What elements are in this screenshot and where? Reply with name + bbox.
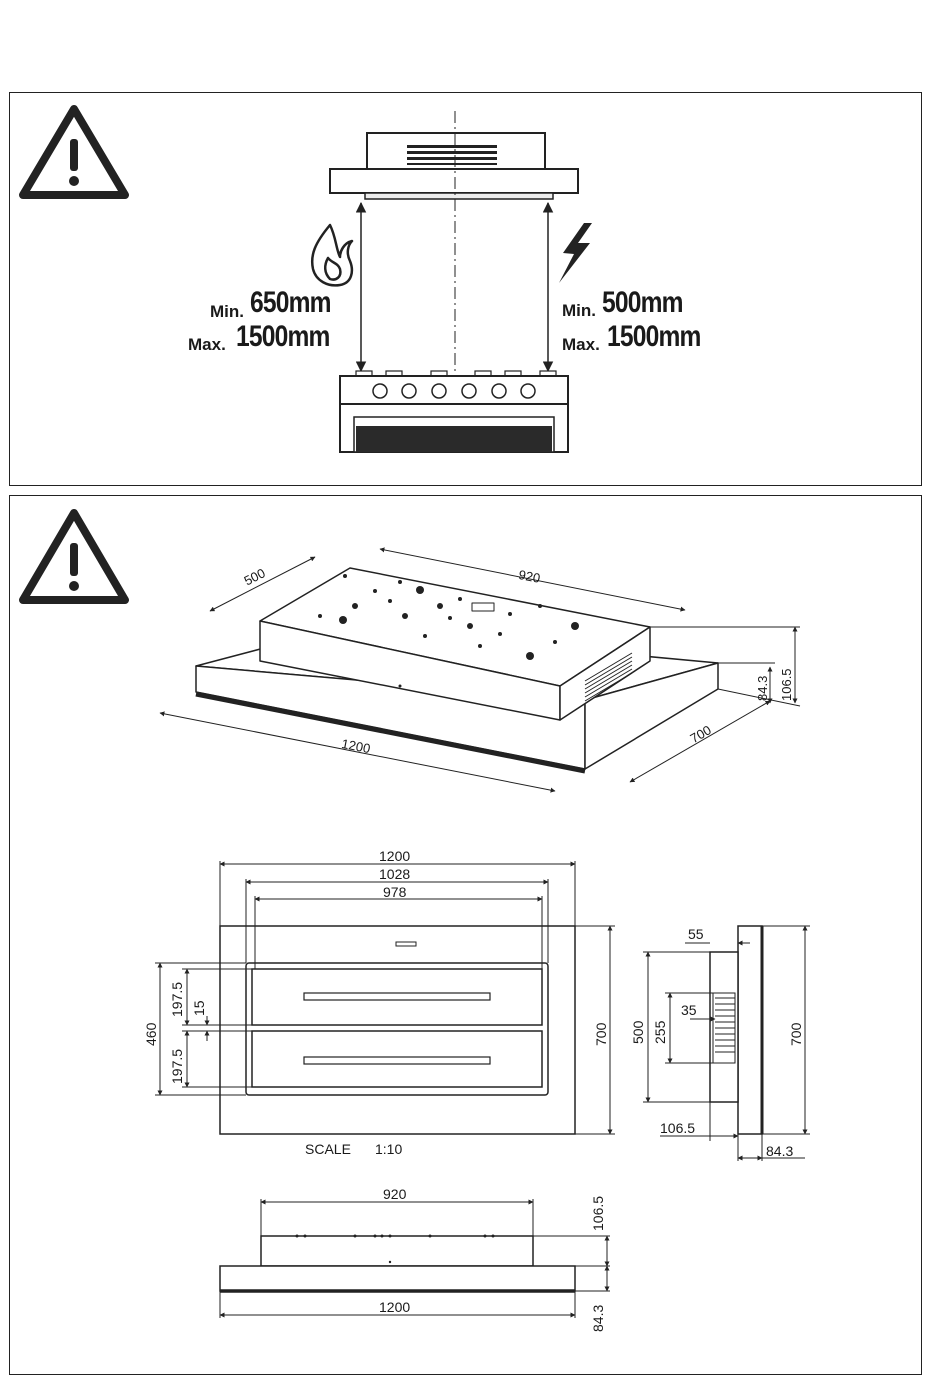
iso-height-base-label: 84.3 <box>756 676 769 701</box>
side-w35-label: 35 <box>681 1003 697 1017</box>
side-h500-label: 500 <box>631 1021 645 1044</box>
electric-min-prefix: Min. <box>562 301 596 320</box>
dimensions-drawing <box>10 496 923 1376</box>
clearance-panel: Min. 650mm Max. 1500mm Min. 500mm Max. 1… <box>9 92 922 486</box>
plan-width-outer-label: 1200 <box>379 849 410 863</box>
front-view <box>220 1235 575 1292</box>
side-view <box>710 926 762 1134</box>
cooker-illustration <box>340 371 568 452</box>
side-d106-label: 106.5 <box>660 1121 695 1135</box>
gas-min-value: 650mm <box>250 288 331 318</box>
front-height-top-label: 106.5 <box>591 1196 605 1231</box>
plan-width-mid-label: 1028 <box>379 867 410 881</box>
hood-illustration <box>330 133 578 199</box>
dimensions-panel: 500 920 1200 700 84.3 106.5 1200 1028 97… <box>9 495 922 1375</box>
plan-filter-b-label: 197.5 <box>170 1049 184 1084</box>
iso-width-top-label: 920 <box>518 568 542 585</box>
side-h700-label: 700 <box>789 1023 803 1046</box>
plan-view <box>220 926 575 1134</box>
plan-height-outer-label: 700 <box>594 1023 608 1046</box>
plan-filter-a-label: 197.5 <box>170 982 184 1017</box>
gas-min-label: Min. <box>210 303 244 321</box>
clearance-drawing <box>10 93 923 487</box>
gas-max-label: Max. <box>188 336 226 354</box>
front-width-top-label: 920 <box>383 1187 406 1201</box>
electric-max-value: 1500mm <box>607 322 701 352</box>
scale-value: 1:10 <box>375 1142 402 1156</box>
plan-width-inner-label: 978 <box>383 885 406 899</box>
electric-max-prefix: Max. <box>562 335 600 354</box>
side-w55-label: 55 <box>688 927 704 941</box>
plan-filter-gap-label: 15 <box>192 1000 206 1016</box>
side-h255-label: 255 <box>653 1021 667 1044</box>
warning-triangle-icon <box>23 513 125 600</box>
gas-max-prefix: Max. <box>188 335 226 354</box>
electric-min-value: 500mm <box>602 288 683 318</box>
warning-triangle-icon <box>23 109 125 195</box>
gas-max-value: 1500mm <box>236 322 330 352</box>
front-width-base-label: 1200 <box>379 1300 410 1314</box>
electric-min-label: Min. <box>562 302 596 320</box>
gas-min-prefix: Min. <box>210 302 244 321</box>
plan-height-filters-label: 460 <box>144 1023 158 1046</box>
side-d84-label: 84.3 <box>766 1144 793 1158</box>
front-height-base-label: 84.3 <box>591 1305 605 1332</box>
iso-height-top-label: 106.5 <box>780 668 793 701</box>
isometric-view <box>196 568 718 771</box>
lightning-icon <box>559 223 592 283</box>
flame-icon <box>312 225 352 285</box>
scale-label: SCALE <box>305 1142 351 1156</box>
electric-max-label: Max. <box>562 336 600 354</box>
